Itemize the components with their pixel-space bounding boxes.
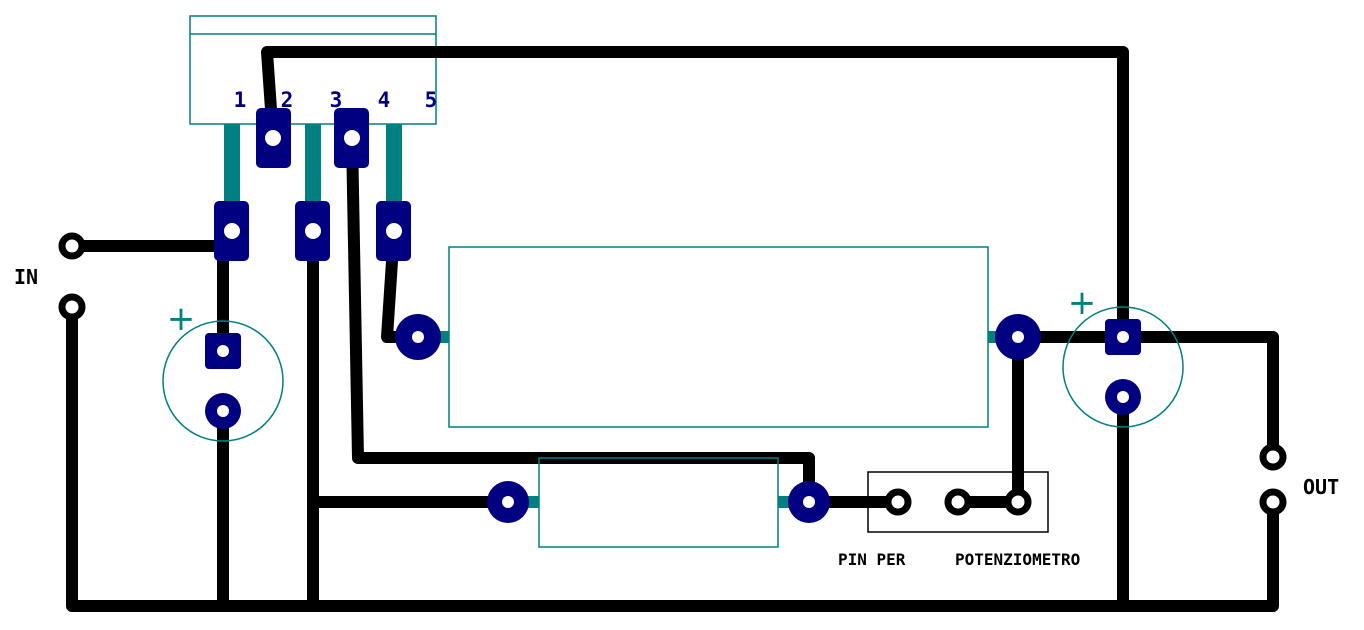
reg-pin-label-4: 4 — [378, 88, 391, 112]
trace-out — [1012, 331, 1279, 463]
pot-label-a: PIN PER — [838, 550, 906, 569]
reg-pin-label-5: 5 — [425, 88, 438, 112]
terminal-out-2 — [1259, 488, 1287, 516]
terminal-in-1 — [58, 232, 86, 260]
drill-holes — [217, 130, 1129, 508]
output-label: OUT — [1303, 475, 1339, 499]
pot-header-outline — [867, 471, 1049, 533]
reg-pin-label-2: 2 — [281, 88, 294, 112]
pot-pin-2 — [944, 488, 972, 516]
resistor-small-outline — [538, 457, 779, 548]
reg-pin-label-1: 1 — [234, 88, 247, 112]
capacitor-in-outline — [162, 320, 284, 442]
pot-pin-1 — [884, 488, 912, 516]
capacitor-out-outline — [1062, 306, 1184, 428]
trace-pin2-top — [261, 46, 1129, 343]
cap-out-plus-sign: + — [1068, 283, 1097, 323]
ring-terminals — [58, 232, 1287, 516]
input-label: IN — [14, 265, 38, 289]
resistor-large-outline — [448, 246, 989, 428]
terminal-out-1 — [1259, 443, 1287, 471]
terminal-in-2 — [58, 293, 86, 321]
regulator-outline — [189, 15, 437, 125]
pot-label-b: POTENZIOMETRO — [955, 550, 1080, 569]
reg-pin-label-3: 3 — [330, 88, 343, 112]
cap-in-plus-sign: + — [167, 299, 196, 339]
trace-gnd — [66, 301, 1279, 612]
pot-pin-3 — [1004, 488, 1032, 516]
